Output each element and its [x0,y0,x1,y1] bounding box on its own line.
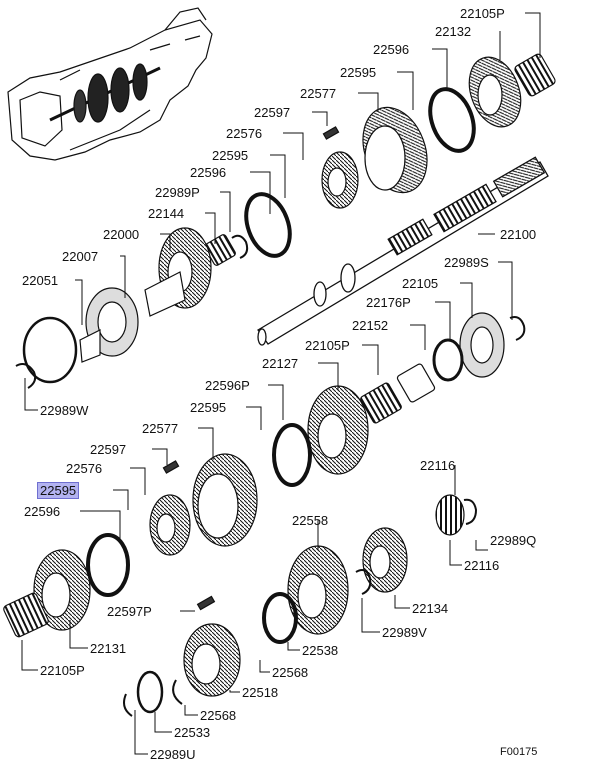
part-label[interactable]: 22596 [373,42,410,57]
leader-lines [21,12,541,755]
part-label[interactable]: 22105P [40,663,85,678]
part-label[interactable]: 22597 [254,105,291,120]
part-label[interactable]: 22597 [90,442,127,457]
transmission-thumbnail [7,7,213,161]
part-label[interactable]: 22558 [292,513,329,528]
part-label[interactable]: 22595 [190,400,227,415]
part-label[interactable]: 22533 [174,725,211,740]
right-row-parts [272,312,526,487]
part-label[interactable]: 22007 [62,249,99,264]
part-label[interactable]: 22989V [382,625,427,640]
part-label[interactable]: 22576 [66,461,103,476]
part-label[interactable]: 22116 [420,458,456,473]
part-label[interactable]: 22000 [103,227,140,242]
part-label[interactable]: 22595 [212,148,249,163]
part-label[interactable]: 22100 [500,227,537,242]
part-label[interactable]: 22105P [460,6,505,21]
part-label[interactable]: 22596 [24,504,61,519]
part-label[interactable]: 22568 [200,708,237,723]
part-label-highlighted[interactable]: 22595 [36,482,80,499]
figure-code: F00175 [500,746,538,758]
part-label[interactable]: 22597P [107,604,152,619]
part-label[interactable]: 22144 [148,206,185,221]
top-row-parts [15,53,556,389]
part-label[interactable]: 22577 [300,86,337,101]
part-label[interactable]: 22132 [435,24,472,39]
part-label[interactable]: 22176P [366,295,411,310]
part-label[interactable]: 22989P [155,185,200,200]
part-label[interactable]: 22116 [464,558,500,573]
middle-row-parts [3,453,258,638]
part-label[interactable]: 22105P [305,338,350,353]
part-label[interactable]: 22105 [402,276,439,291]
part-label[interactable]: 22989W [40,403,89,418]
part-label[interactable]: 22595 [340,65,377,80]
part-label[interactable]: 22596P [205,378,250,393]
part-label[interactable]: 22989U [150,747,196,762]
part-label[interactable]: 22576 [226,126,263,141]
part-label[interactable]: 22538 [302,643,339,658]
lower-row-parts [123,494,478,717]
part-label[interactable]: 22134 [412,601,449,616]
part-label[interactable]: 22518 [242,685,279,700]
part-label[interactable]: 22131 [90,641,127,656]
part-label[interactable]: 22989Q [490,533,537,548]
part-label[interactable]: 22577 [142,421,179,436]
part-label[interactable]: 22989S [444,255,489,270]
part-label[interactable]: 22051 [22,273,59,288]
main-shaft [257,156,549,346]
part-label[interactable]: 22127 [262,356,299,371]
part-label[interactable]: 22596 [190,165,227,180]
part-label[interactable]: 22152 [352,318,389,333]
part-label[interactable]: 22568 [272,665,309,680]
